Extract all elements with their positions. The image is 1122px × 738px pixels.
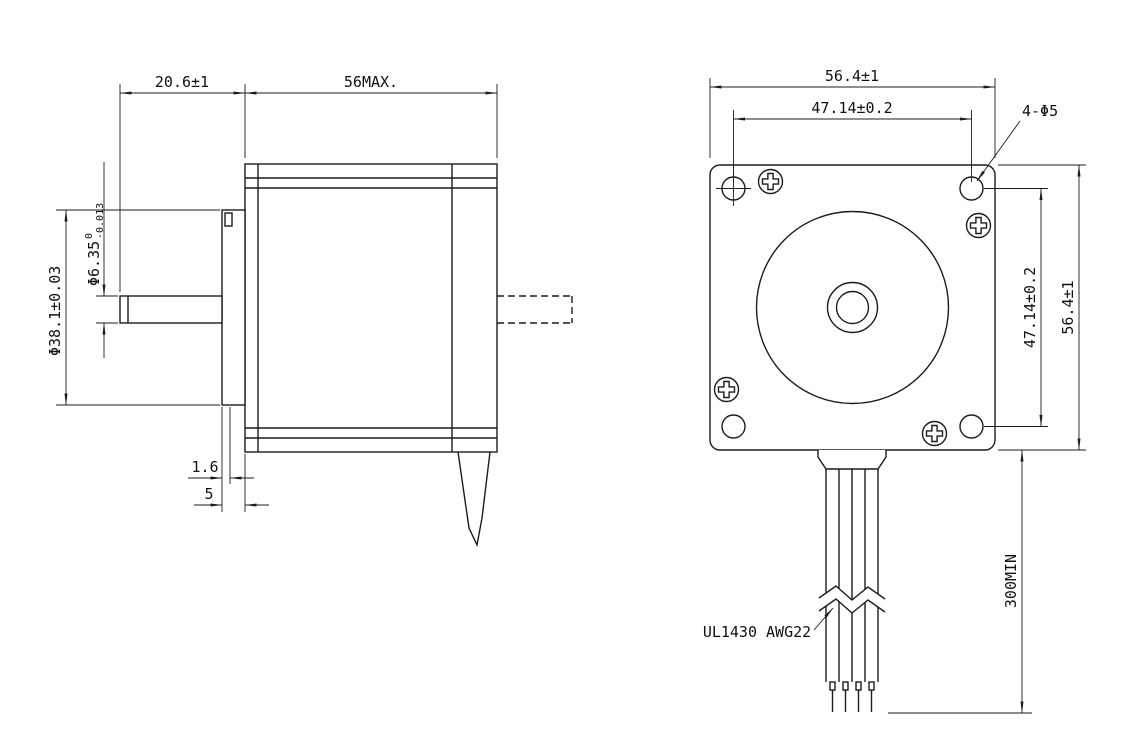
- dim-hole-spacing-horizontal-label: 47.14±0.2: [811, 99, 892, 117]
- pilot-boss: [221, 209, 246, 406]
- dim-overall-height-label: 56.4±1: [1059, 280, 1077, 334]
- mounting-hole-callout: 4-Φ5: [976, 102, 1058, 182]
- dim-lead-length-label: 300MIN: [1002, 554, 1020, 608]
- phillips-screw-icon: [921, 420, 948, 447]
- mounting-hole-callout-label: 4-Φ5: [1022, 102, 1058, 120]
- shaft-bore-circle: [835, 290, 870, 325]
- lead-wire-callout: UL1430 AWG22: [703, 607, 834, 641]
- pilot-circle: [755, 210, 950, 405]
- break-symbol: [818, 598, 886, 614]
- mounting-hole: [721, 414, 746, 439]
- dim-pilot-diameter-label: Φ38.1±0.03: [46, 266, 64, 356]
- side-view: 20.6±1 56MAX. Φ6.35 0 -0.013 Φ38.1±0.03: [46, 73, 573, 548]
- dim-overall-height: 56.4±1: [998, 164, 1086, 451]
- wire-terminals: [829, 681, 875, 712]
- dim-pilot-diameter: Φ38.1±0.03: [46, 209, 220, 406]
- dim-shaft-extension: 20.6±1: [119, 73, 498, 292]
- lead-strain-relief: [817, 450, 887, 470]
- lead-wire-label: UL1430 AWG22: [703, 623, 811, 641]
- rear-shaft-hidden: [497, 295, 573, 324]
- front-view: 56.4±1 47.14±0.2 4-Φ5 47.14±0.2: [703, 67, 1086, 714]
- dim-shaft-diameter-label: Φ6.35: [85, 241, 103, 286]
- dim-shaft-extension-label: 20.6±1: [155, 73, 209, 91]
- dim-hole-spacing-vertical: 47.14±0.2: [984, 188, 1048, 427]
- dim-shaft-diameter: Φ6.35 0 -0.013: [84, 162, 118, 358]
- lead-wire-side: [457, 451, 491, 548]
- dim-pilot-height-label: 1.6: [191, 458, 218, 476]
- motor-face-outline: [709, 164, 996, 451]
- phillips-screw-icon: [965, 212, 992, 239]
- break-mask: [819, 586, 885, 613]
- dim-pilot-height: 1.6: [188, 407, 254, 512]
- mounting-hole: [959, 414, 984, 439]
- dim-hole-spacing-horizontal: 47.14±0.2: [733, 99, 972, 182]
- boss-notch: [224, 212, 233, 227]
- dim-hole-spacing-vertical-label: 47.14±0.2: [1021, 267, 1039, 348]
- dim-body-length-label: 56MAX.: [344, 73, 398, 91]
- dim-shaft-diameter-tol-lower: -0.013: [95, 203, 106, 239]
- dim-body-length: 56MAX.: [244, 73, 498, 95]
- dim-shaft-shoulder: 5: [194, 454, 269, 512]
- lead-wires: [825, 469, 879, 682]
- lead-bundle: [817, 450, 887, 712]
- phillips-screw-icon: [757, 168, 784, 195]
- break-symbol: [818, 585, 886, 601]
- motor-body-outline: [244, 163, 498, 453]
- dim-shaft-shoulder-label: 5: [204, 485, 213, 503]
- dim-lead-length: 300MIN: [888, 449, 1032, 714]
- dim-shaft-diameter-tol-upper: 0: [84, 233, 95, 239]
- shaft-outline: [119, 295, 223, 324]
- mounting-holes: [716, 171, 984, 439]
- dim-overall-width-label: 56.4±1: [825, 67, 879, 85]
- shaft-hub-circle: [826, 281, 879, 334]
- phillips-screw-icon: [713, 376, 740, 403]
- dim-overall-width: 56.4±1: [709, 67, 996, 158]
